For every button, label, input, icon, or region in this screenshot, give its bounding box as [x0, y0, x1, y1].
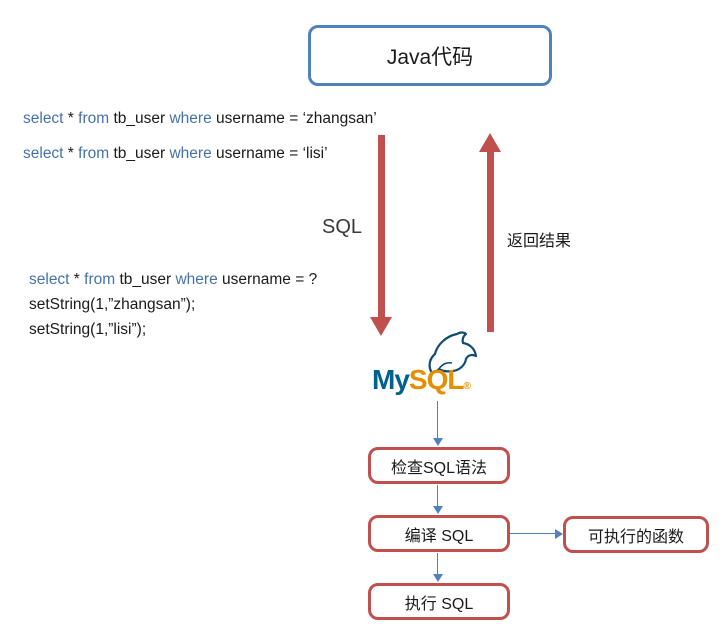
sql-keyword: select: [29, 271, 70, 288]
execute-sql-box: 执行 SQL: [368, 583, 510, 620]
setstring-line: setString(1,”zhangsan”);: [29, 296, 196, 313]
mysql-logo-text: MySQL®: [372, 364, 471, 402]
sql-down-arrow: [370, 135, 392, 336]
connector-compile-to-execute: [432, 553, 443, 582]
sql-text: *: [63, 145, 79, 162]
sql-keyword: from: [84, 271, 116, 288]
sql-text: *: [63, 110, 79, 127]
prepared-statement-block: select * from tb_user where username = ?…: [29, 267, 317, 342]
mysql-logo-sql: SQL: [408, 364, 465, 395]
sql-text: username = ‘zhangsan’: [211, 110, 377, 127]
compile-sql-box: 编译 SQL: [368, 515, 510, 552]
sql-keyword: select: [23, 110, 64, 127]
sql-text: tb_user: [109, 110, 170, 127]
connector-line: [436, 401, 439, 438]
mysql-dolphin-icon: [428, 331, 478, 375]
mysql-logo-my: My: [372, 364, 410, 395]
result-up-arrow: [479, 133, 501, 332]
return-result-label: 返回结果: [507, 233, 572, 250]
sql-keyword: where: [169, 145, 212, 162]
sql-keyword: from: [78, 110, 110, 127]
executable-function-label: 可执行的函数: [587, 528, 684, 546]
arrow-shaft: [377, 135, 385, 318]
execute-sql-label: 执行 SQL: [404, 595, 474, 613]
connector-arrowhead-icon: [555, 528, 563, 539]
java-code-label: Java代码: [386, 45, 474, 69]
check-sql-syntax-label: 检查SQL语法: [390, 459, 488, 477]
connector-arrowhead-icon: [432, 574, 443, 582]
registered-mark-icon: ®: [463, 381, 470, 392]
sql-arrow-label: SQL: [322, 216, 363, 238]
mysql-logo: MySQL®: [372, 330, 487, 402]
sql-text: username = ‘lisi’: [211, 145, 328, 162]
connector-line: [509, 532, 555, 535]
connector-mysql-to-check: [432, 401, 443, 446]
sql-keyword: from: [78, 145, 110, 162]
sql-statement-line: select * from tb_user where username = ‘…: [23, 109, 377, 128]
sql-statement-line: select * from tb_user where username = ?: [29, 267, 317, 292]
connector-line: [436, 485, 439, 506]
connector-line: [436, 553, 439, 574]
connector-compile-to-function: [509, 528, 563, 539]
compile-sql-label: 编译 SQL: [404, 527, 474, 545]
sql-keyword: where: [169, 110, 212, 127]
connector-arrowhead-icon: [432, 506, 443, 514]
arrow-head-down-icon: [370, 317, 392, 336]
sql-statement-line: select * from tb_user where username = ‘…: [23, 144, 377, 163]
arrow-shaft: [486, 151, 494, 332]
java-code-box: Java代码: [308, 25, 552, 86]
arrow-head-up-icon: [479, 133, 501, 152]
sql-text: tb_user: [109, 145, 170, 162]
sql-text: username = ?: [217, 271, 318, 288]
sql-statements-block: select * from tb_user where username = ‘…: [23, 109, 377, 179]
sql-text: tb_user: [115, 271, 176, 288]
connector-arrowhead-icon: [432, 438, 443, 446]
sql-text: *: [69, 271, 85, 288]
setstring-line: setString(1,”lisi”);: [29, 321, 147, 338]
check-sql-syntax-box: 检查SQL语法: [368, 447, 510, 484]
executable-function-box: 可执行的函数: [563, 516, 709, 553]
connector-check-to-compile: [432, 485, 443, 514]
sql-keyword: where: [175, 271, 218, 288]
sql-keyword: select: [23, 145, 64, 162]
